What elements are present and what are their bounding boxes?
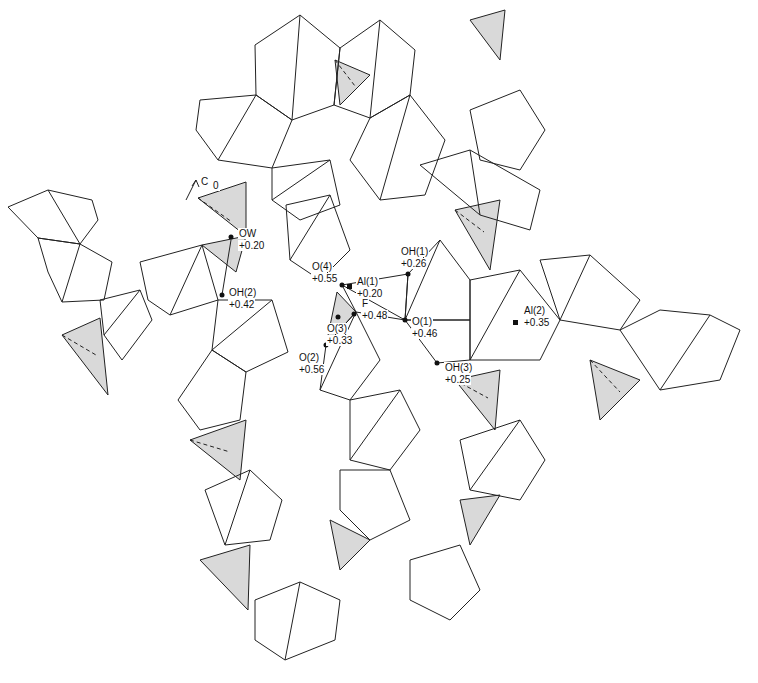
- atom-label: Al(2): [523, 305, 546, 316]
- atom-label: +0.20: [238, 240, 265, 251]
- atom-label: 0: [212, 180, 220, 191]
- atom-label: +0.35: [523, 317, 550, 328]
- atom-label: OH(2): [228, 287, 257, 298]
- atom-label: +0.46: [411, 328, 438, 339]
- atom-label: C: [200, 176, 209, 187]
- atom-label: +0.55: [311, 273, 338, 284]
- atom-label: F: [361, 298, 369, 309]
- atom-label: O(3): [326, 323, 348, 334]
- atom-label: +0.56: [298, 364, 325, 375]
- atom-label: +0.26: [400, 258, 427, 269]
- atom-label: O(1): [411, 316, 433, 327]
- atom-label: +0.42: [228, 299, 255, 310]
- atom-label: O(4): [311, 261, 333, 272]
- atom-label: OH(1): [400, 246, 429, 257]
- atom-label: O(2): [298, 352, 320, 363]
- atom-label: OH(3): [444, 362, 473, 373]
- atom-label: +0.48: [361, 310, 388, 321]
- atom-label: Al(1): [356, 276, 379, 287]
- atom-label: OW: [238, 228, 257, 239]
- atom-label: +0.33: [326, 335, 353, 346]
- atom-label: +0.25: [444, 374, 471, 385]
